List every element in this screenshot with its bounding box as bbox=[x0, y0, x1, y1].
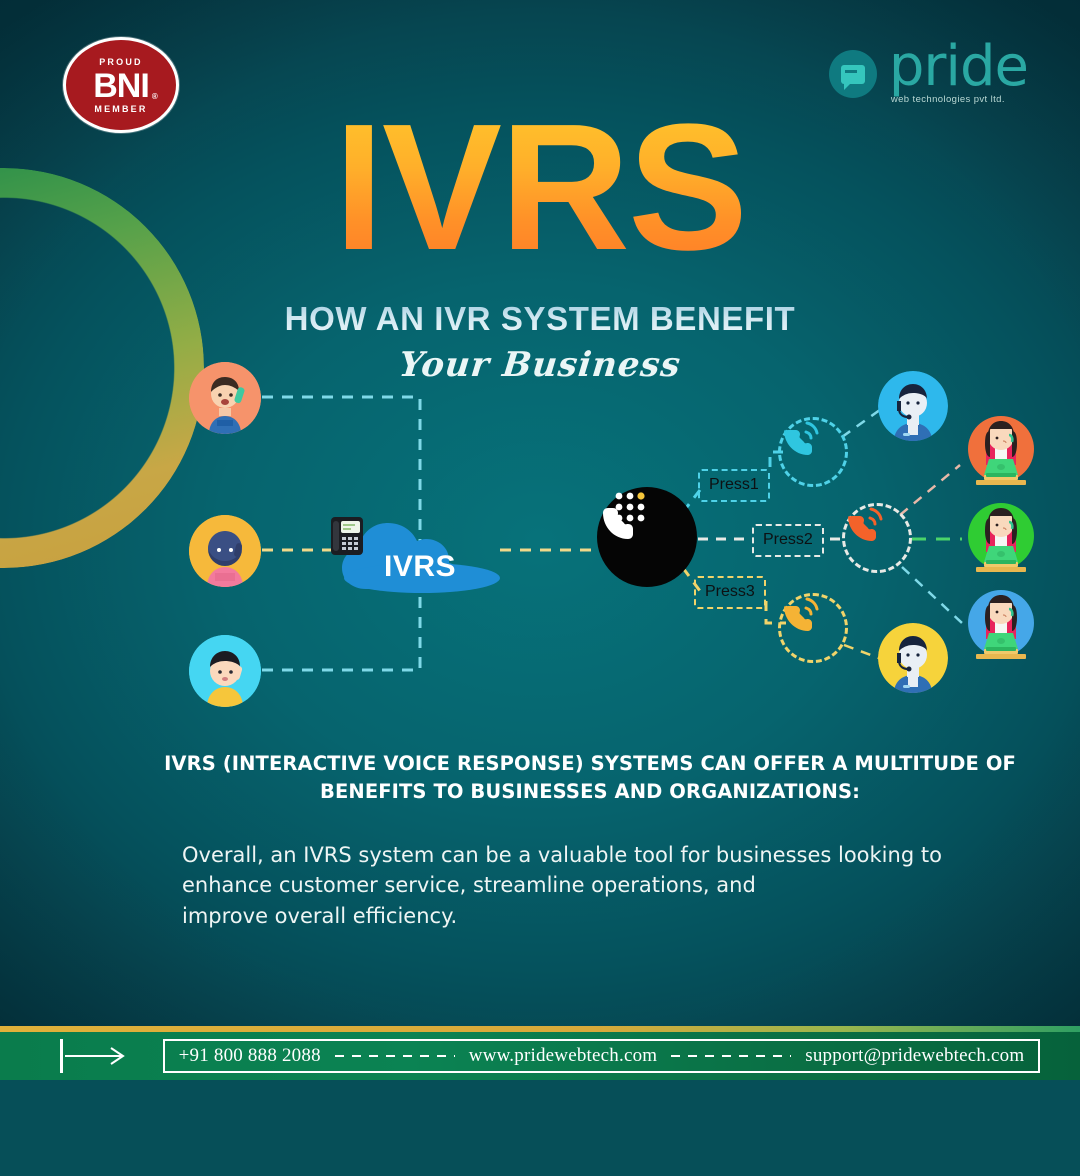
footer-phone[interactable]: +91 800 888 2088 bbox=[178, 1045, 321, 1066]
ivr-hub bbox=[597, 487, 697, 587]
press-option-2[interactable]: Press2 bbox=[752, 524, 824, 557]
pride-logo-name: pride bbox=[888, 34, 1029, 99]
ivrs-cloud-label: IVRS bbox=[383, 550, 457, 583]
bni-logo-top-text: PROUD bbox=[99, 56, 143, 67]
ivrs-cloud: IVRS bbox=[330, 515, 510, 595]
content-paragraph-line-1: Overall, an IVRS system can be a valuabl… bbox=[182, 843, 942, 867]
content-paragraph-line-2: enhance customer service, streamline ope… bbox=[182, 873, 756, 898]
pride-logo: pride web technologies pvt ltd. bbox=[828, 34, 1029, 105]
footer-dash-1 bbox=[334, 1055, 455, 1057]
diagram-connectors bbox=[262, 395, 963, 672]
bni-logo: PROUD BNI® MEMBER bbox=[63, 37, 179, 133]
agent-female-3 bbox=[962, 587, 1040, 665]
footer-dash-2 bbox=[671, 1055, 792, 1057]
agent-male-2 bbox=[878, 623, 948, 693]
press-option-3[interactable]: Press3 bbox=[694, 576, 766, 609]
bni-logo-name-text: BNI bbox=[93, 66, 150, 105]
content-paragraph: Overall, an IVRS system can be a valuabl… bbox=[182, 840, 982, 931]
caller-1 bbox=[189, 362, 261, 434]
desk-phone-icon bbox=[331, 517, 363, 555]
arrow-right-icon bbox=[65, 1044, 135, 1068]
chat-bubble-icon bbox=[828, 50, 877, 99]
page-subtitle: HOW AN IVR SYSTEM BENEFIT bbox=[0, 300, 1080, 338]
press-option-1[interactable]: Press1 bbox=[698, 469, 770, 502]
agent-female-2 bbox=[962, 500, 1040, 578]
ringing-phone-icon-1 bbox=[778, 417, 848, 487]
ringing-phone-icon-2 bbox=[842, 503, 912, 573]
caller-2 bbox=[189, 515, 261, 587]
bni-logo-name: BNI® bbox=[93, 66, 158, 105]
bni-logo-bottom-text: MEMBER bbox=[94, 104, 147, 114]
content-paragraph-line-3: improve overall efficiency. bbox=[182, 903, 458, 928]
dial-pad-phone-icon bbox=[603, 492, 645, 539]
agent-female-1 bbox=[962, 413, 1040, 491]
footer-accent-bar bbox=[0, 1026, 1080, 1032]
content-heading: IVRS (INTERACTIVE VOICE RESPONSE) SYSTEM… bbox=[164, 752, 1016, 803]
footer-website[interactable]: www.pridewebtech.com bbox=[468, 1045, 658, 1066]
pride-logo-tagline: web technologies pvt ltd. bbox=[891, 94, 1028, 105]
agent-male-1 bbox=[878, 371, 948, 441]
bni-logo-registered-mark: ® bbox=[151, 91, 158, 101]
footer-contact-box: +91 800 888 2088 www.pridewebtech.com su… bbox=[163, 1039, 1040, 1073]
footer-email[interactable]: support@pridewebtech.com bbox=[805, 1045, 1025, 1066]
page-title: IVRS bbox=[0, 98, 1080, 278]
footer-divider bbox=[60, 1039, 63, 1073]
ivrs-cloud-content: IVRS bbox=[330, 515, 510, 595]
ringing-phone-icon-3 bbox=[778, 593, 848, 663]
ivr-flow-diagram: IVRS bbox=[0, 355, 1080, 710]
caller-3 bbox=[189, 635, 261, 707]
footer: +91 800 888 2088 www.pridewebtech.com su… bbox=[0, 1032, 1080, 1080]
